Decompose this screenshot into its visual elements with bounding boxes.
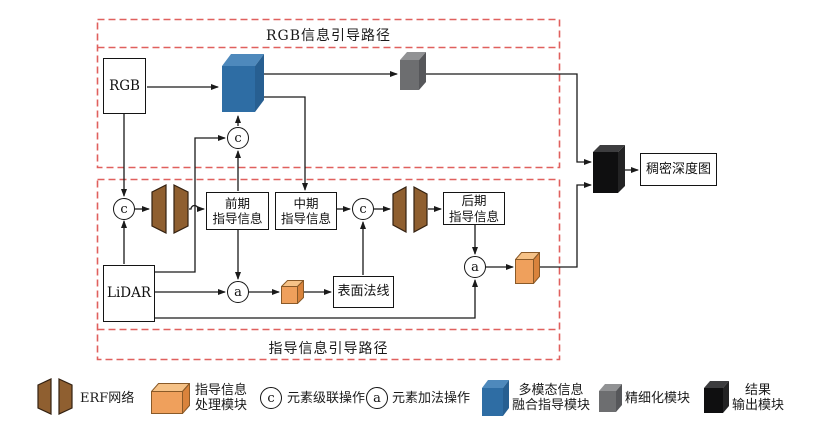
fusion-side-face <box>255 54 264 112</box>
refinement-module-3d <box>400 52 426 90</box>
fusion-top-face <box>482 380 509 388</box>
refine-top-face <box>400 52 426 60</box>
legend-add-icon: a <box>366 387 388 409</box>
legend-concat-icon: c <box>260 387 282 409</box>
output-top-face <box>593 145 625 152</box>
legend-output-line2: 输出模块 <box>731 398 784 413</box>
legend-output-line1: 结果 <box>744 383 771 398</box>
legend-fusion-line2: 融合指导模块 <box>511 398 590 413</box>
rgb-input-box: RGB <box>103 58 146 114</box>
rgb-input-label: RGB <box>109 77 140 94</box>
fusion-front-face <box>222 66 255 112</box>
erf-network-1 <box>151 184 189 234</box>
connector-wires <box>121 71 639 319</box>
erf-left-panel <box>392 186 407 233</box>
erf-right-panel <box>58 378 73 415</box>
concat-letter: c <box>359 201 367 217</box>
late-guidance-line1: 后期 <box>461 193 487 209</box>
early-guidance-line2: 指导信息 <box>212 211 263 226</box>
output-side-face <box>618 145 625 193</box>
surface-normal-label: 表面法线 <box>337 284 390 300</box>
legend-erf-icon <box>37 378 73 415</box>
wire-fusion-to-mid <box>256 96 308 191</box>
legend-output-module-label: 结果 输出模块 <box>729 383 787 413</box>
guidance-processing-module-3d-2 <box>515 252 540 284</box>
late-guidance-box: 后期 指导信息 <box>443 192 505 225</box>
fusion-module-3d <box>222 54 264 112</box>
legend-fusion-line1: 多模态信息 <box>518 383 584 398</box>
fusion-front-face <box>482 388 503 416</box>
legend-fusion-module-icon <box>482 380 509 416</box>
output-module-3d <box>593 145 625 193</box>
early-guidance-box: 前期 指导信息 <box>206 192 269 230</box>
erf-left-panel <box>37 378 52 415</box>
output-top-face <box>704 381 729 388</box>
add-letter: a <box>471 259 479 275</box>
legend-erf-label: ERF网络 <box>80 391 135 406</box>
refine-front-face <box>400 60 419 90</box>
concat-circle-2: c <box>227 127 249 149</box>
add-letter: a <box>234 284 242 300</box>
rgb-path-dashed-box <box>96 18 561 169</box>
wire-lidar-to-add2 <box>155 279 478 319</box>
lidar-input-label: LiDAR <box>106 285 152 302</box>
output-side-face <box>723 381 729 413</box>
orange-front-face <box>281 286 298 304</box>
legend-output-module-icon <box>704 381 729 413</box>
concat-circle-1: c <box>113 198 135 220</box>
refine-side-face <box>616 384 622 412</box>
late-guidance-line2: 指导信息 <box>448 208 499 224</box>
surface-normal-box: 表面法线 <box>333 276 394 308</box>
dense-depth-label: 稠密深度图 <box>645 161 711 177</box>
wire-refine-to-output <box>426 73 592 165</box>
refine-side-face <box>419 52 426 90</box>
legend-concat-label: 元素级联操作 <box>287 391 366 406</box>
guidance-path-dashed-box <box>96 178 561 361</box>
early-guidance-line1: 前期 <box>224 195 250 211</box>
fusion-side-face <box>503 380 509 416</box>
legend-guidance-module-icon <box>151 383 190 414</box>
mid-guidance-line2: 指导信息 <box>280 211 331 226</box>
legend-guidance-module-label: 指导信息 处理模块 <box>195 383 247 413</box>
concat-letter: c <box>120 201 128 217</box>
wire-erf1-to-early <box>189 204 205 212</box>
refine-front-face <box>599 391 616 412</box>
add-circle-2: a <box>464 256 486 278</box>
legend-refinement-module-label: 精细化模块 <box>625 391 691 406</box>
rgb-path-title: RGB信息引导路径 <box>265 28 391 44</box>
orange-front-face <box>515 259 534 284</box>
erf-right-panel <box>413 186 428 233</box>
guidance-path-title: 指导信息引导路径 <box>268 341 389 357</box>
legend-refinement-module-icon <box>599 384 622 412</box>
output-front-face <box>593 152 618 193</box>
output-front-face <box>704 388 723 413</box>
legend-guidance-line1: 指导信息 <box>195 383 248 398</box>
concat-letter: c <box>234 130 242 146</box>
add-letter: a <box>373 390 381 406</box>
legend-guidance-line2: 处理模块 <box>195 398 248 413</box>
erf-right-panel <box>173 184 189 234</box>
mid-guidance-line1: 中期 <box>293 195 319 211</box>
refine-top-face <box>599 384 622 391</box>
mid-guidance-box: 中期 指导信息 <box>275 192 337 230</box>
erf-left-panel <box>151 184 167 234</box>
legend-add-label: 元素加法操作 <box>392 391 471 406</box>
orange-front-face <box>151 391 183 414</box>
legend-fusion-module-label: 多模态信息 融合指导模块 <box>509 383 593 413</box>
concat-letter: c <box>267 390 275 406</box>
dense-depth-output-box: 稠密深度图 <box>640 153 717 186</box>
erf-network-2 <box>392 186 428 233</box>
lidar-input-box: LiDAR <box>103 265 155 322</box>
guidance-processing-module-3d-1 <box>281 280 304 304</box>
add-circle-1: a <box>227 281 249 303</box>
fusion-top-face <box>222 54 264 66</box>
wire-lidar-to-concat2 <box>155 135 226 273</box>
wire-orange2-to-output <box>535 182 592 268</box>
concat-circle-3: c <box>352 198 374 220</box>
